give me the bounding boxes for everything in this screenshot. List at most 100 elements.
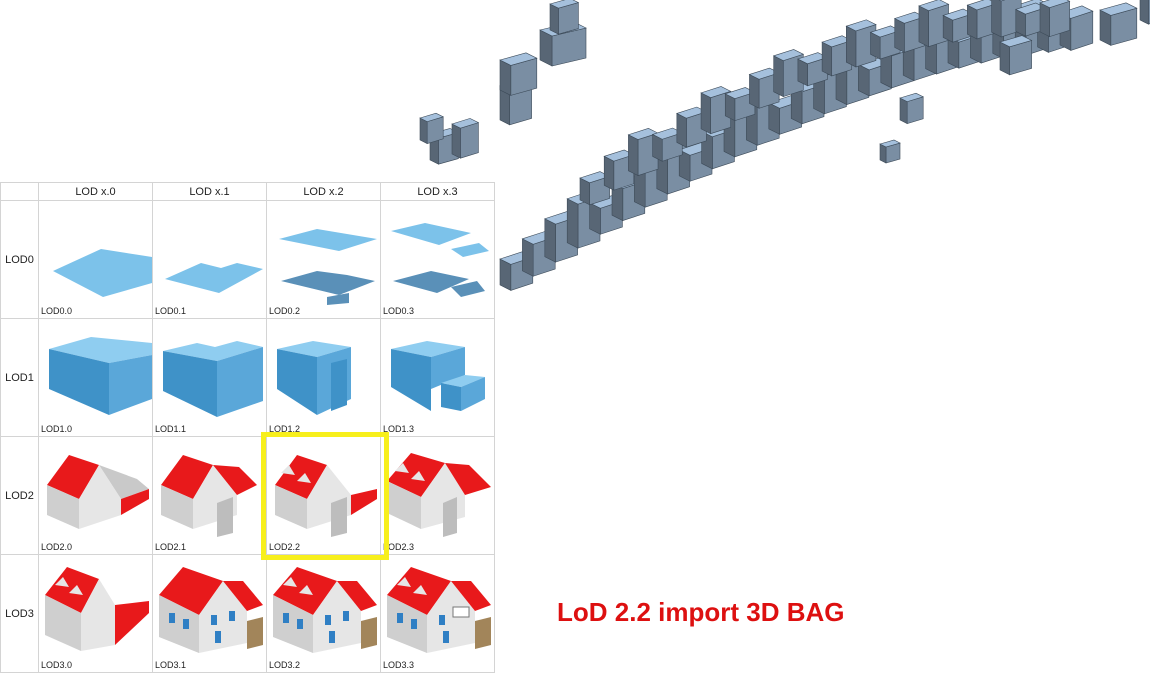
cell-label: LOD1.1 xyxy=(155,424,187,434)
city-building-block xyxy=(879,139,901,148)
city-building-block xyxy=(772,49,805,61)
column-header-x1: LOD x.1 xyxy=(152,182,267,201)
cell-label: LOD1.3 xyxy=(383,424,415,434)
lod1-row: LOD1 LOD1.0 LOD1.1 LOD1.2 xyxy=(0,318,495,437)
city-building-block xyxy=(918,0,950,11)
cell-label: LOD3.2 xyxy=(269,660,301,670)
cell-lod3-0: LOD3.0 xyxy=(38,554,153,673)
cell-label: LOD3.1 xyxy=(155,660,187,670)
city-building-block xyxy=(1139,0,1149,25)
lod1-3-block-image xyxy=(391,341,485,411)
city-building-block xyxy=(544,218,556,263)
lod0-0-footprint-image xyxy=(53,249,152,297)
cell-lod0-3: LOD0.3 xyxy=(380,200,495,319)
cell-lod2-2: LOD2.2 xyxy=(266,436,381,555)
caption-lod22-import: LoD 2.2 import 3D BAG xyxy=(557,597,845,627)
corner-cell xyxy=(0,182,39,201)
city-building-block xyxy=(451,118,480,129)
city-building-block xyxy=(499,52,538,66)
lod1-2-block-image xyxy=(277,341,351,415)
city-building-block xyxy=(676,112,687,148)
column-header-x0: LOD x.0 xyxy=(38,182,153,201)
cell-lod1-2: LOD1.2 xyxy=(266,318,381,437)
lod2-2-house-image xyxy=(275,455,377,537)
city-building-block xyxy=(749,73,760,109)
cell-lod3-2: LOD3.2 xyxy=(266,554,381,673)
column-header-x3: LOD x.3 xyxy=(380,182,495,201)
city-building-blocks xyxy=(419,0,1150,291)
cell-label: LOD2.2 xyxy=(269,542,301,552)
lod0-3-footprint-image xyxy=(391,223,489,297)
cell-label: LOD0.0 xyxy=(41,306,73,316)
city-building-block xyxy=(1099,2,1138,16)
city-building-block xyxy=(549,0,580,9)
cell-lod3-1: LOD3.1 xyxy=(152,554,267,673)
cell-label: LOD1.2 xyxy=(269,424,301,434)
cell-lod3-3: LOD3.3 xyxy=(380,554,495,673)
city-building-block xyxy=(419,112,445,122)
cell-label: LOD3.3 xyxy=(383,660,415,670)
lod3-1-house-image xyxy=(159,567,263,653)
city-building-block xyxy=(1039,2,1050,38)
cell-label: LOD3.0 xyxy=(41,660,73,670)
column-header-x2: LOD x.2 xyxy=(266,182,381,201)
cell-lod1-0: LOD1.0 xyxy=(38,318,153,437)
lod2-2-highlight-frame xyxy=(261,432,389,560)
cell-label: LOD2.3 xyxy=(383,542,415,552)
lod3-3-house-image xyxy=(387,567,491,653)
city-building-block xyxy=(419,117,428,145)
cell-label: LOD2.0 xyxy=(41,542,73,552)
lod0-2-footprint-image xyxy=(279,229,377,305)
lod0-row: LOD0 LOD0.0 LOD0.1 LOD0.2 xyxy=(0,200,495,319)
cell-lod0-0: LOD0.0 xyxy=(38,200,153,319)
cell-lod0-2: LOD0.2 xyxy=(266,200,381,319)
lod3-row: LOD3 LOD3.0 xyxy=(0,554,495,673)
3d-bag-city-model xyxy=(419,0,1150,291)
city-building-block xyxy=(499,59,512,96)
city-building-block xyxy=(1099,9,1112,46)
cell-lod0-1: LOD0.1 xyxy=(152,200,267,319)
city-building-block xyxy=(1039,0,1071,8)
cell-label: LOD0.3 xyxy=(383,306,415,316)
row-header-lod3: LOD3 xyxy=(0,554,39,673)
row-header-lod1: LOD1 xyxy=(0,318,39,437)
cell-label: LOD0.1 xyxy=(155,306,187,316)
city-building-block xyxy=(603,155,615,191)
lod2-3-house-image xyxy=(387,453,491,537)
city-building-block xyxy=(566,198,579,249)
city-building-block xyxy=(998,0,1006,2)
city-building-block xyxy=(899,97,908,125)
city-building-block xyxy=(700,86,732,98)
city-building-block xyxy=(628,134,639,177)
cell-lod2-1: LOD2.1 xyxy=(152,436,267,555)
city-building-block xyxy=(845,19,877,32)
lod1-0-block-image xyxy=(49,337,152,415)
city-building-block xyxy=(773,55,784,98)
city-building-block xyxy=(999,41,1010,76)
lod2-1-house-image xyxy=(161,455,257,537)
cell-lod2-0: LOD2.0 xyxy=(38,436,153,555)
cell-label: LOD2.1 xyxy=(155,542,187,552)
row-header-lod2: LOD2 xyxy=(0,436,39,555)
city-building-block xyxy=(991,0,1002,38)
cell-label: LOD0.2 xyxy=(269,306,301,316)
city-building-block xyxy=(999,35,1033,48)
lod3-0-house-image xyxy=(45,567,149,651)
lod2-row: LOD2 LOD2.0 LOD2.1 xyxy=(0,436,495,555)
cell-lod1-3: LOD1.3 xyxy=(380,318,495,437)
city-building-block xyxy=(700,92,711,135)
city-building-block xyxy=(451,123,461,159)
city-building-block xyxy=(899,92,925,102)
lod0-1-footprint-image xyxy=(165,263,263,293)
cell-lod2-3: LOD2.3 xyxy=(380,436,495,555)
row-header-lod0: LOD0 xyxy=(0,200,39,319)
lod3-2-house-image xyxy=(273,567,377,653)
lod-table: LOD x.0 LOD x.1 LOD x.2 LOD x.3 LOD0 LOD… xyxy=(0,182,495,673)
city-building-block xyxy=(894,18,905,53)
city-building-block xyxy=(967,4,978,40)
cell-label: LOD1.0 xyxy=(41,424,73,434)
city-building-block xyxy=(846,25,857,68)
lod-table-header: LOD x.0 LOD x.1 LOD x.2 LOD x.3 xyxy=(0,182,495,201)
cell-lod1-1: LOD1.1 xyxy=(152,318,267,437)
city-building-block xyxy=(821,41,833,77)
